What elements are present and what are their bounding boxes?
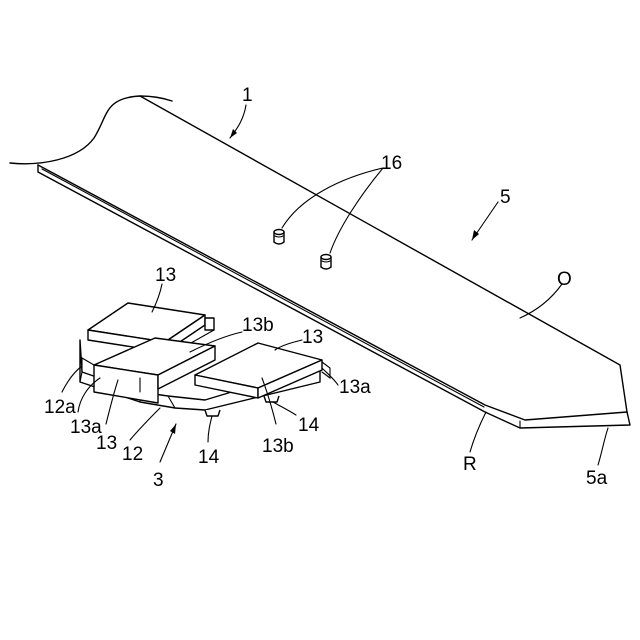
foot-14-right	[264, 396, 279, 402]
label-12: 12	[122, 444, 143, 465]
label-13-left: 13	[96, 433, 117, 454]
label-3: 3	[153, 470, 164, 491]
pin-16-b	[321, 255, 331, 270]
leaders	[62, 105, 608, 465]
label-13b-bottom: 13b	[262, 436, 294, 457]
label-13b-top: 13b	[242, 315, 274, 336]
label-16: 16	[381, 153, 402, 174]
plate-top-edge	[140, 96, 627, 412]
label-13-right: 13	[302, 327, 323, 348]
pin-16-a	[274, 230, 284, 245]
label-5: 5	[500, 187, 511, 208]
reference-labels: 1 16 5 O R 5a 13 13b 13 13a 12a 13a 13 1…	[44, 85, 608, 491]
holder-assembly	[80, 303, 330, 416]
label-13-top: 13	[155, 265, 176, 286]
label-14-right: 14	[298, 415, 320, 436]
label-5a: 5a	[586, 468, 608, 489]
label-12a: 12a	[44, 397, 76, 418]
foot-14-left	[205, 410, 220, 416]
label-14-left: 14	[198, 447, 220, 468]
label-13a-right: 13a	[339, 377, 371, 398]
label-O: O	[557, 269, 572, 290]
label-R: R	[463, 454, 477, 475]
label-1: 1	[242, 85, 253, 106]
break-line	[10, 96, 172, 164]
